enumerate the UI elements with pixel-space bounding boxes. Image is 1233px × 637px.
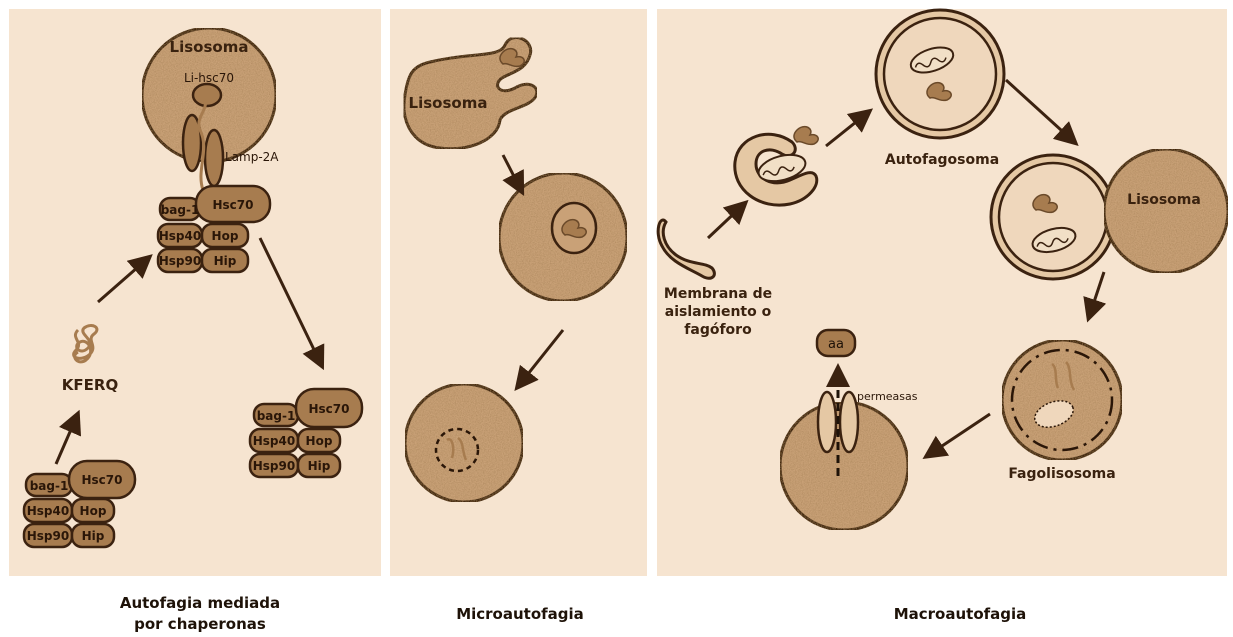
permease-left bbox=[818, 392, 836, 452]
caption-macroautophagy: Macroautofagia bbox=[860, 604, 1060, 625]
hsp90-label: Hsp90 bbox=[27, 529, 69, 543]
bag1-label: bag-1 bbox=[257, 409, 296, 423]
lamp2a-label: Lamp-2A bbox=[225, 150, 279, 164]
hip-label: Hip bbox=[214, 254, 237, 268]
cargo-icon bbox=[794, 127, 818, 145]
bag1-label: bag-1 bbox=[161, 203, 200, 217]
hop-label: Hop bbox=[212, 229, 239, 243]
amino-acid-label: aa bbox=[828, 337, 844, 352]
hsp40-label: Hsp40 bbox=[253, 434, 295, 448]
fusing-autophagosome-inner bbox=[999, 163, 1107, 271]
kferq-label: KFERQ bbox=[62, 376, 118, 394]
arrow-phagolysosome-to-lysosome bbox=[930, 414, 990, 454]
arrow-phagophore-to-cup bbox=[708, 206, 742, 238]
lysosome-degrading bbox=[405, 384, 523, 502]
hsp90-label: Hsp90 bbox=[159, 254, 201, 268]
caption-chaperone-mediated: Autofagia mediada por chaperonas bbox=[95, 593, 305, 635]
lysosome-fusing bbox=[1104, 149, 1228, 273]
caption-microautophagy: Microautofagia bbox=[430, 604, 610, 625]
chaperone-complex-cytosolic: bag-1 Hsc70 Hsp40 Hop Hsp90 Hip bbox=[24, 461, 135, 547]
chaperone-complex-released: bag-1 Hsc70 Hsp40 Hop Hsp90 Hip bbox=[250, 389, 362, 477]
caption-chaperone-line2: por chaperonas bbox=[95, 614, 305, 635]
arrow-micro-step2 bbox=[520, 330, 563, 384]
lysosome-cma-label: Lisosoma bbox=[170, 38, 249, 56]
arrow-lysosome-to-release bbox=[260, 238, 320, 362]
hip-label: Hip bbox=[82, 529, 105, 543]
phagophore-label-line1: Membrana de bbox=[664, 286, 772, 302]
phagophore-membrane bbox=[658, 220, 714, 278]
arrow-cytosol-to-kferq bbox=[56, 418, 76, 464]
arrow-autophagosome-to-fusion bbox=[1006, 80, 1072, 140]
hop-label: Hop bbox=[80, 504, 107, 518]
kferq-substrate-icon bbox=[74, 326, 97, 362]
arrow-fusion-to-phagolysosome bbox=[1090, 272, 1104, 314]
lysosome-macro-label: Lisosoma bbox=[1127, 192, 1201, 208]
lysosome-micro-label: Lisosoma bbox=[409, 94, 488, 112]
hsc70-label: Hsc70 bbox=[82, 473, 123, 487]
phagophore-label-line3: fagóforo bbox=[684, 322, 752, 338]
arrow-micro-step1 bbox=[503, 155, 520, 188]
macroautophagy: Membrana de aislamiento o fagóforo Autof… bbox=[658, 10, 1228, 530]
arrow-cup-to-autophagosome bbox=[826, 114, 866, 146]
lamp2a-right bbox=[205, 130, 223, 186]
hop-label: Hop bbox=[306, 434, 333, 448]
permease-label: permeasas bbox=[857, 390, 918, 403]
hsp90-label: Hsp90 bbox=[253, 459, 295, 473]
phagophore-label-line2: aislamiento o bbox=[665, 304, 772, 320]
microautophagy: Lisosoma bbox=[404, 38, 627, 502]
autophagosome-label: Autofagosoma bbox=[885, 152, 999, 168]
permease-right bbox=[840, 392, 858, 452]
hsc70-label: Hsc70 bbox=[309, 402, 350, 416]
arrow-kferq-to-lysosome bbox=[98, 260, 146, 302]
caption-chaperone-line1: Autofagia mediada bbox=[95, 593, 305, 614]
hsp40-label: Hsp40 bbox=[27, 504, 69, 518]
hsp40-label: Hsp40 bbox=[159, 229, 201, 243]
li-hsc70-protein bbox=[193, 84, 221, 106]
phagolysosome-label: Fagolisosoma bbox=[1008, 466, 1115, 482]
hip-label: Hip bbox=[308, 459, 331, 473]
autophagosome-inner bbox=[884, 18, 996, 130]
bag1-label: bag-1 bbox=[30, 479, 69, 493]
phagolysosome bbox=[1002, 340, 1122, 460]
hsc70-label: Hsc70 bbox=[213, 198, 254, 212]
chaperone-mediated-autophagy: Lisosoma Li-hsc70 Lamp-2A bag-1 Hsc70 Hs… bbox=[24, 28, 362, 547]
chaperone-complex-top: bag-1 Hsc70 Hsp40 Hop Hsp90 Hip bbox=[158, 186, 270, 272]
